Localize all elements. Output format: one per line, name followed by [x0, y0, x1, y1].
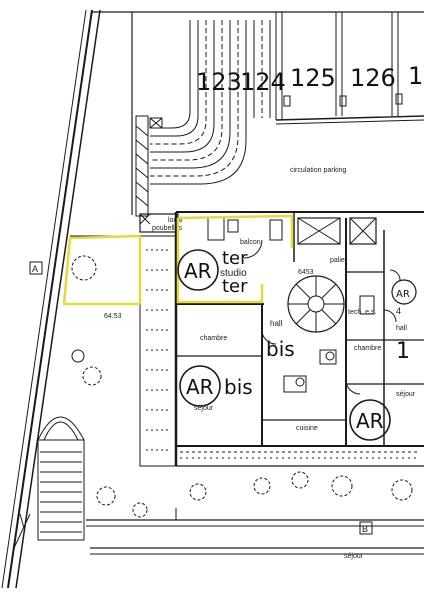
ar-mark-small: AR: [391, 279, 417, 305]
parking-number-125: 125: [290, 64, 336, 92]
exterior-band: [86, 451, 424, 555]
circulation-label: circulation parking: [290, 167, 347, 174]
parking-number-123: 123: [196, 68, 242, 96]
section-marker-b: [359, 521, 373, 535]
boundary-walls: [1, 9, 424, 589]
ar-ter-label: AR: [184, 259, 212, 283]
ter-label: ter: [222, 248, 248, 269]
balcon-label: balcon: [240, 239, 261, 246]
palier-label: palier: [330, 257, 348, 264]
entrance-stairs: [13, 416, 85, 549]
parking-numbers: 123 124 125 126 1: [196, 62, 423, 96]
cuisine-label: cuisine: [296, 425, 318, 432]
sejour-label-2: séjour: [396, 391, 416, 398]
ar-right-label: AR: [356, 409, 384, 433]
stair-column: [135, 115, 163, 217]
hall-label: hall: [270, 319, 283, 328]
ar-mark-bis: AR: [179, 365, 221, 407]
right-4-label: 4: [396, 306, 401, 316]
ar-mid-label: AR: [396, 289, 410, 300]
chambre-label: chambre: [200, 335, 227, 342]
number-1: 1: [396, 339, 410, 364]
local-poubelles: [139, 213, 179, 233]
ar-mark-ter: AR: [177, 249, 219, 291]
highlight-outline: [62, 214, 294, 306]
marker-a-label: A: [32, 264, 38, 274]
hall-label-2: hall: [396, 325, 407, 332]
parking-ramp: [150, 20, 271, 185]
building-walls: [174, 211, 424, 467]
level-64-53: 64.53: [104, 313, 122, 320]
parking-number-124: 124: [240, 68, 286, 96]
level-6453: 6453: [298, 269, 314, 276]
bis-label: bis: [266, 337, 295, 361]
section-marker-a: [29, 261, 43, 275]
poubelles-label: poubelles: [152, 225, 182, 232]
studio-label: studio: [220, 268, 247, 279]
parking-number-1: 1: [408, 62, 423, 90]
chambre-label-2: chambre: [354, 345, 381, 352]
parking-bays: [275, 12, 424, 125]
ar-bis-label: AR: [186, 375, 214, 399]
bis-label-2: bis: [224, 375, 253, 399]
marker-b-label: B: [362, 524, 368, 534]
ter-label-2: ter: [222, 276, 248, 297]
parking-number-126: 126: [350, 64, 396, 92]
ar-mark-right: AR: [349, 399, 391, 441]
bottom-label: séjour: [344, 553, 364, 560]
sejour-label: séjour: [194, 405, 214, 412]
tech-label: tech. e.s.: [348, 309, 376, 316]
